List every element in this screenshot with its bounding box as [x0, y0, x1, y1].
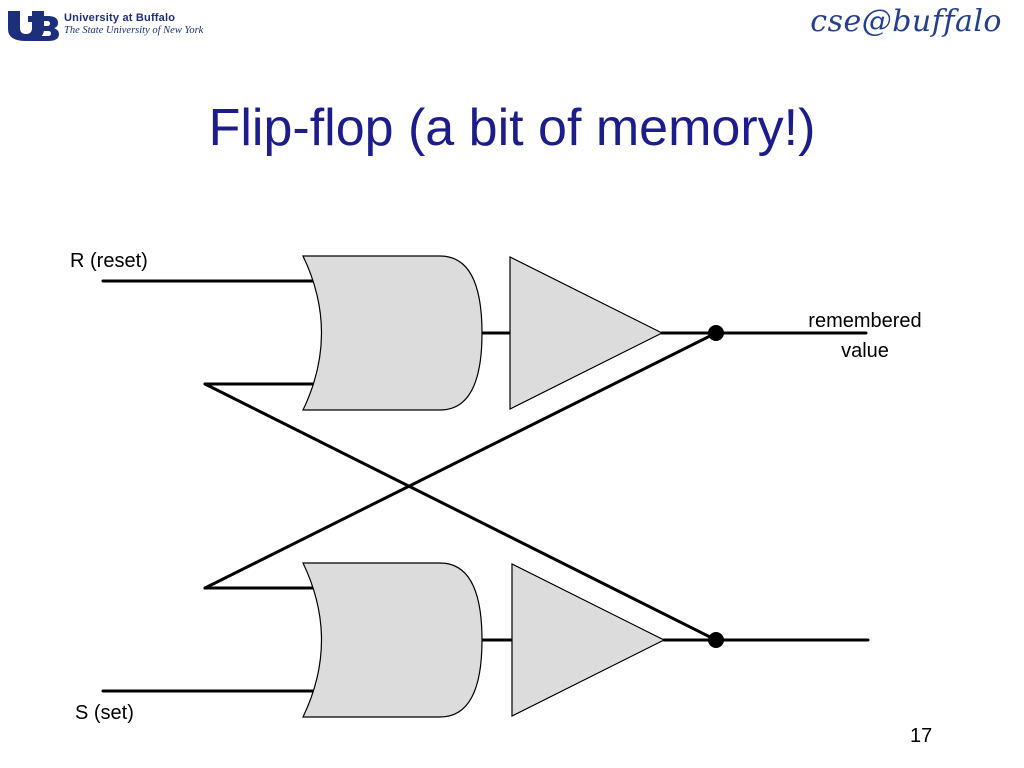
output-label-line1: remembered: [808, 310, 922, 332]
slide-title: Flip-flop (a bit of memory!): [208, 99, 816, 157]
output-label: remembered value: [790, 306, 940, 366]
top-buffer-gate: [509, 256, 664, 410]
bottom-or-gate: [302, 562, 483, 718]
output-label-line2: value: [841, 340, 889, 362]
ub-subtitle: The State University of New York: [64, 25, 204, 36]
top-junction-dot: [708, 325, 724, 341]
bottom-buffer-gate: [511, 563, 666, 717]
feedback-wire-bottom-to-top: [203, 331, 718, 590]
set-label: S (set): [75, 702, 134, 724]
reset-label: R (reset): [70, 250, 148, 272]
ub-monogram-icon: [8, 11, 59, 41]
cse-buffalo-logo: cse@buffalo: [810, 4, 1002, 39]
page-number: 17: [910, 725, 933, 747]
ub-wordmark: University at Buffalo The State Universi…: [64, 12, 203, 36]
ub-name: University at Buffalo: [64, 12, 176, 24]
top-or-gate: [302, 255, 483, 411]
bottom-junction-dot: [708, 632, 724, 648]
ub-logo: University at Buffalo The State Universi…: [6, 8, 206, 44]
feedback-wire-top-to-bottom: [203, 382, 718, 642]
